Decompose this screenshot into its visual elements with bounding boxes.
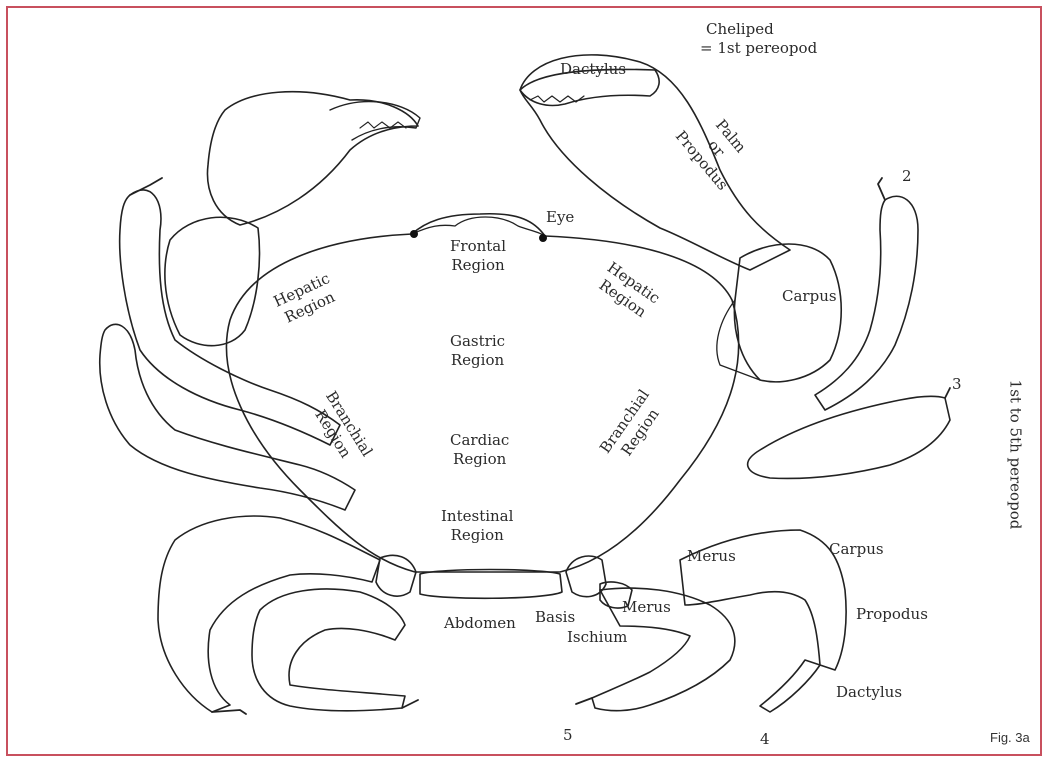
frontal-line-1: Frontal bbox=[450, 237, 506, 256]
gastric-line-2: Region bbox=[450, 351, 505, 370]
leg-number-3: 3 bbox=[952, 375, 962, 394]
right-leg-4-dactylus bbox=[760, 660, 820, 712]
right-cheliped-carpus bbox=[734, 244, 841, 382]
cardiac-line-2: Region bbox=[450, 450, 509, 469]
basis-label: Basis bbox=[535, 608, 575, 627]
walking-dactylus-label: Dactylus bbox=[836, 683, 902, 702]
right-leg-5-claw bbox=[576, 698, 592, 704]
right-leg-3-claw bbox=[945, 388, 950, 398]
leg-number-2: 2 bbox=[902, 167, 912, 186]
cheliped-title: Cheliped bbox=[706, 20, 774, 39]
left-leg-2-claw bbox=[130, 178, 162, 195]
side-caption: 1st to 5th pereopod bbox=[1006, 375, 1025, 535]
eye-label: Eye bbox=[546, 208, 574, 227]
right-leg-2-claw bbox=[878, 178, 885, 200]
intestinal-line-1: Intestinal bbox=[441, 507, 513, 526]
right-leg-3 bbox=[748, 396, 950, 478]
propodus-label: Propodus bbox=[856, 605, 928, 624]
right-eye bbox=[539, 234, 547, 242]
intestinal-line-2: Region bbox=[441, 526, 513, 545]
leg-number-5: 5 bbox=[563, 726, 573, 745]
walking-carpus-label: Carpus bbox=[829, 540, 884, 559]
cardiac-line-1: Cardiac bbox=[450, 431, 509, 450]
abdomen-label: Abdomen bbox=[444, 614, 516, 633]
gastric-region-label: Gastric Region bbox=[450, 332, 505, 370]
ischium-label: Ischium bbox=[567, 628, 627, 647]
left-leg-4 bbox=[158, 516, 380, 712]
left-eye bbox=[410, 230, 418, 238]
left-cheliped-carpus bbox=[165, 217, 260, 345]
leg-number-4: 4 bbox=[760, 730, 770, 749]
cheliped-subtitle: = 1st pereopod bbox=[700, 39, 817, 58]
merus-lower-label: Merus bbox=[622, 598, 671, 617]
merus-upper-label: Merus bbox=[687, 547, 736, 566]
figure-label: Fig. 3a bbox=[990, 728, 1030, 747]
left-leg-5 bbox=[252, 589, 405, 711]
left-cheliped-propodus bbox=[207, 92, 418, 225]
gastric-line-1: Gastric bbox=[450, 332, 505, 351]
frontal-line-2: Region bbox=[450, 256, 506, 275]
left-coxa bbox=[376, 555, 416, 596]
intestinal-region-label: Intestinal Region bbox=[441, 507, 513, 545]
cheliped-carpus-label: Carpus bbox=[782, 287, 837, 306]
abdomen-group bbox=[376, 555, 632, 608]
cheliped-dactylus-label: Dactylus bbox=[560, 60, 626, 79]
frontal-region-label: Frontal Region bbox=[450, 237, 506, 275]
abdomen-plate bbox=[420, 570, 562, 599]
cardiac-region-label: Cardiac Region bbox=[450, 431, 509, 469]
